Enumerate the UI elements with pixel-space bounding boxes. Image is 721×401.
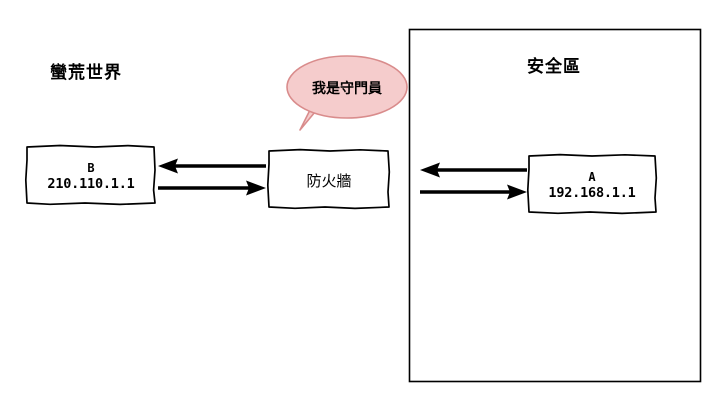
speech-bubble <box>286 55 408 119</box>
firewall-box <box>266 148 391 210</box>
host-a-label: A 192.168.1.1 <box>529 170 655 202</box>
arrow-host-b-to-firewall <box>158 180 266 196</box>
host-a-name: A <box>588 170 596 184</box>
arrow-firewall-to-host-b <box>158 158 266 174</box>
host-a-box <box>526 153 658 215</box>
host-b-box <box>24 144 156 206</box>
host-b-ip: 210.110.1.1 <box>47 176 135 192</box>
host-b-name: B <box>87 161 95 175</box>
secure-zone-label: 安全區 <box>527 57 581 77</box>
host-a-ip: 192.168.1.1 <box>548 185 636 201</box>
arrow-firewall-to-host-a <box>420 184 527 200</box>
arrow-host-a-to-firewall <box>420 162 527 178</box>
host-b-label: B 210.110.1.1 <box>27 161 155 193</box>
firewall-label: 防火牆 <box>306 172 352 190</box>
secure-zone-boundary <box>408 28 702 383</box>
speech-bubble-text: 我是守門員 <box>312 81 382 97</box>
wild-world-zone-label: 蠻荒世界 <box>50 63 122 83</box>
